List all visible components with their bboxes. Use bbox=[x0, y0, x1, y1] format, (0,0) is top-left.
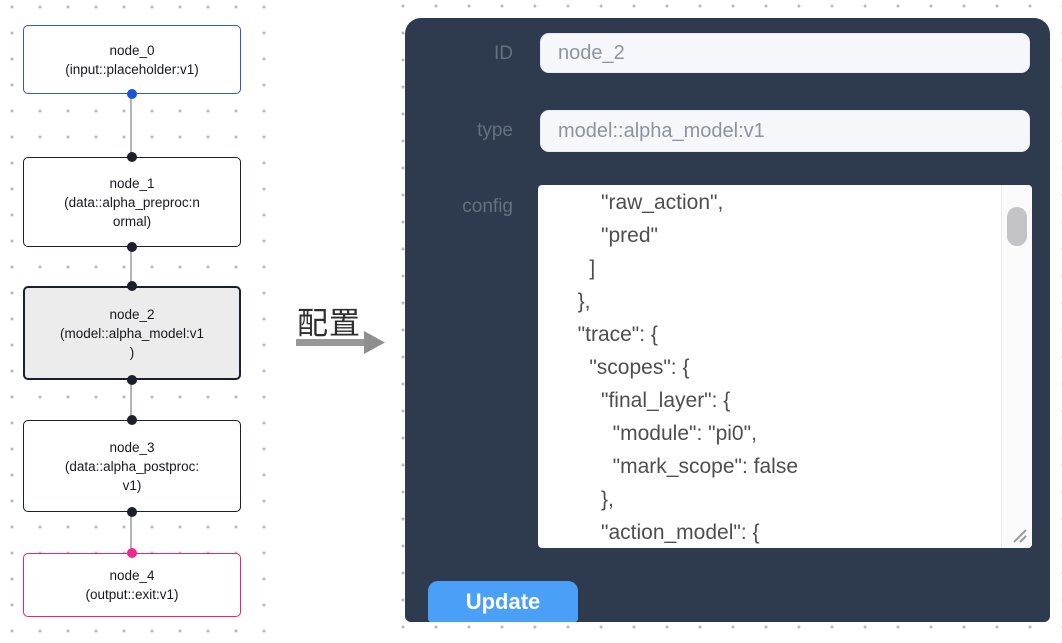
scrollbar-track[interactable] bbox=[1001, 185, 1032, 548]
config-textarea[interactable]: "raw_action", "pred" ] }, "trace": { "sc… bbox=[538, 185, 1032, 548]
handle-node0-source[interactable] bbox=[127, 89, 137, 99]
handle-node2-target[interactable] bbox=[127, 281, 137, 291]
node-config-panel: ID type config "raw_action", "pred" ] },… bbox=[405, 18, 1050, 622]
flow-editor-canvas[interactable]: node_0 (input::placeholder:v1) node_1 (d… bbox=[0, 0, 276, 643]
handle-node4-target[interactable] bbox=[127, 548, 137, 558]
node-type: (model::alpha_model:v1 bbox=[59, 325, 205, 341]
handle-node2-source[interactable] bbox=[127, 375, 137, 385]
scrollbar-thumb[interactable] bbox=[1007, 207, 1027, 246]
handle-node1-source[interactable] bbox=[127, 242, 137, 252]
panel-backdrop-canvas[interactable]: ID type config "raw_action", "pred" ] },… bbox=[390, 0, 1062, 643]
handle-node3-target[interactable] bbox=[127, 415, 137, 425]
config-annotation-label: 配置 bbox=[297, 306, 361, 341]
node-type: (output::exit:v1) bbox=[85, 587, 179, 602]
node-type: (input::placeholder:v1) bbox=[65, 61, 199, 77]
config-field-label: config bbox=[462, 196, 513, 217]
node-name: node_3 bbox=[109, 439, 155, 455]
node-type: (data::alpha_preproc:n bbox=[64, 194, 200, 210]
edge-node1-node2 bbox=[130, 247, 132, 286]
edge-node0-node1 bbox=[130, 94, 132, 157]
node-name: node_4 bbox=[109, 568, 155, 583]
id-input[interactable] bbox=[540, 33, 1030, 73]
type-input[interactable] bbox=[540, 110, 1030, 152]
node-name: node_0 bbox=[109, 42, 155, 58]
node-node_4[interactable]: node_4 (output::exit:v1) bbox=[23, 553, 241, 617]
node-node_3[interactable]: node_3 (data::alpha_postproc: v1) bbox=[23, 420, 241, 512]
resize-grip-icon[interactable] bbox=[1004, 520, 1030, 546]
node-name: node_1 bbox=[109, 175, 155, 191]
update-button[interactable]: Update bbox=[428, 581, 578, 622]
config-json-content[interactable]: "raw_action", "pred" ] }, "trace": { "sc… bbox=[577, 191, 798, 544]
node-type: ) bbox=[129, 344, 135, 360]
node-node_2-selected[interactable]: node_2 (model::alpha_model:v1 ) bbox=[23, 286, 241, 380]
right-arrow-icon bbox=[296, 331, 385, 354]
node-type: ormal) bbox=[112, 213, 152, 229]
edge-node2-node3 bbox=[130, 380, 132, 420]
node-type: v1) bbox=[122, 477, 142, 493]
node-type: (data::alpha_postproc: bbox=[64, 458, 200, 474]
edge-node3-node4 bbox=[130, 512, 132, 553]
id-field-label: ID bbox=[494, 43, 513, 64]
handle-node3-source[interactable] bbox=[127, 507, 137, 517]
type-field-label: type bbox=[477, 120, 513, 141]
node-name: node_2 bbox=[109, 306, 155, 322]
handle-node1-target[interactable] bbox=[127, 152, 137, 162]
node-node_1[interactable]: node_1 (data::alpha_preproc:n ormal) bbox=[23, 157, 241, 247]
node-node_0[interactable]: node_0 (input::placeholder:v1) bbox=[23, 25, 241, 94]
